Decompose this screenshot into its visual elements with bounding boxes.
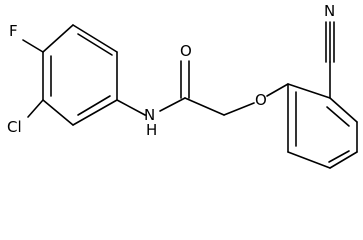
atom-o-ether: O (255, 91, 267, 109)
atom-cl: Cl (7, 118, 22, 136)
bond-ring1-top (72, 24, 118, 53)
atom-labels: N O F Cl N H O (7, 2, 335, 139)
structure-svg: N O F Cl N H O (7, 2, 358, 169)
atom-n-nitrile: N (324, 2, 335, 20)
bond-carbonyl-ch2 (184, 97, 225, 116)
atom-h-amide: H (146, 121, 157, 139)
bond-ring2-topright (329, 97, 358, 123)
bond-ring1-top-left (42, 24, 74, 53)
bond-ring2-topright-inner (326, 106, 350, 127)
bond-ring1-bottom-right-inner (77, 95, 111, 116)
bond-ch2-o (223, 102, 255, 116)
bond-ring2-bottom-inner (328, 150, 350, 163)
atom-o-carbonyl: O (180, 42, 192, 60)
bond-ring-n (116, 99, 146, 116)
bond-n-carbonyl-c (159, 97, 186, 112)
bond-c-f (22, 39, 44, 53)
bond-ring2-bottom (329, 151, 358, 169)
bond-ring2-bottomleft (287, 151, 331, 169)
bond-ring1-bottom-right (72, 99, 118, 126)
bond-ring2-top (287, 83, 331, 99)
bond-o-ring2 (266, 83, 289, 97)
atom-f: F (9, 22, 18, 40)
bond-c-cl (27, 99, 44, 118)
bonds (22, 21, 358, 169)
bond-ring1-top-inner (77, 33, 113, 56)
molecule-diagram: N O F Cl N H O (7, 2, 358, 169)
atom-n-amide: N (144, 106, 155, 124)
bond-ring1-bottom-left (42, 99, 74, 126)
